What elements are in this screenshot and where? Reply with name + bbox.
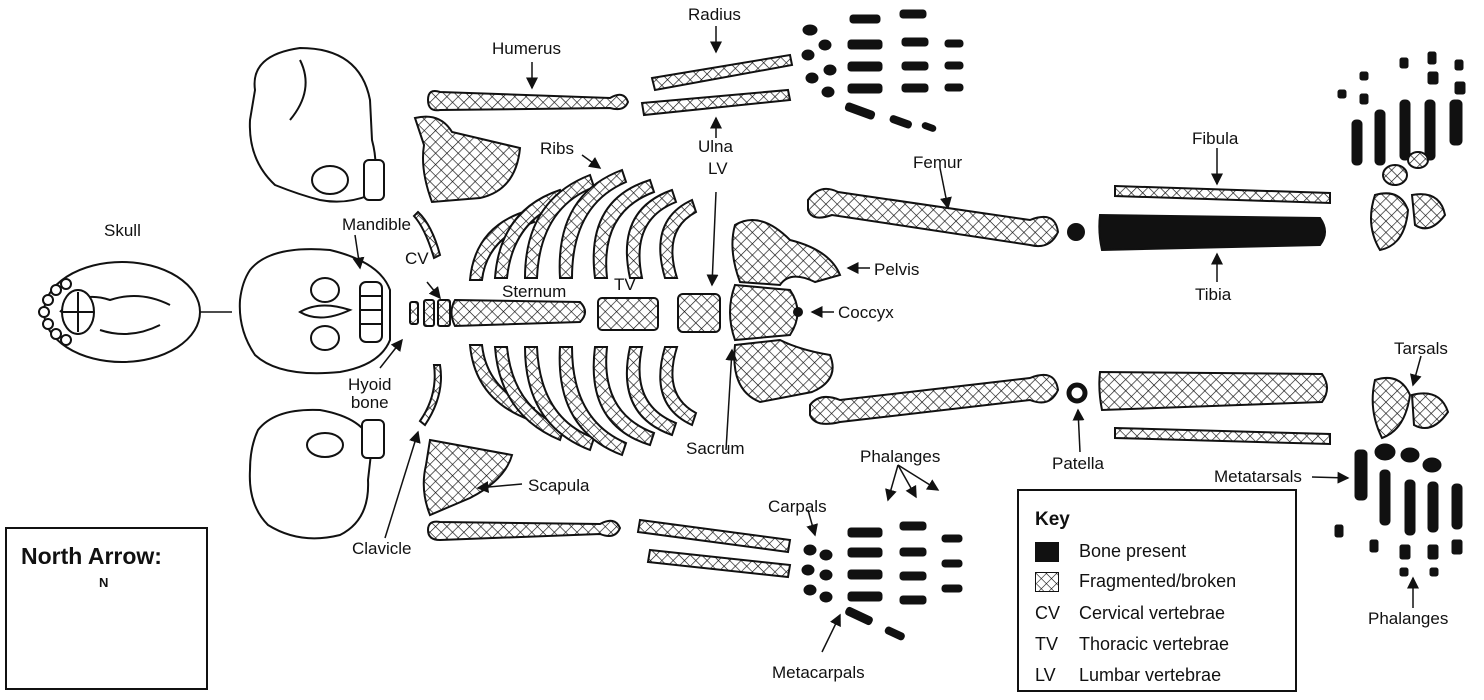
label-tv: TV: [614, 276, 636, 293]
hand-bones-lower: [802, 522, 962, 641]
label-fibula: Fibula: [1192, 130, 1238, 147]
foot-bones-lower: [1335, 444, 1462, 576]
tarsals-upper: [1371, 152, 1445, 250]
label-coccyx: Coccyx: [838, 304, 894, 321]
key-item-label: Bone present: [1079, 541, 1186, 562]
femur-lower: [810, 375, 1058, 424]
radius-upper: [652, 55, 792, 90]
key-abbr: CV: [1035, 603, 1059, 624]
key-title: Key: [1035, 509, 1070, 531]
skull-front-view: [240, 249, 390, 373]
label-pelvis: Pelvis: [874, 261, 919, 278]
hand-bones-upper: [802, 10, 963, 132]
pelvis-and-sacrum: [730, 220, 840, 402]
key-item-label: Fragmented/broken: [1079, 571, 1236, 592]
label-ribs: Ribs: [540, 140, 574, 157]
key-legend: Key Bone present Fragmented/broken CV Ce…: [1017, 489, 1297, 692]
fibula-upper: [1115, 186, 1330, 203]
foot-bones-upper: [1338, 52, 1465, 165]
skull-side-view-upper: [250, 48, 384, 202]
key-item-cv: CV Cervical vertebrae: [1035, 603, 1225, 624]
label-lv: LV: [708, 160, 728, 177]
fibula-lower: [1115, 428, 1330, 444]
cervical-vertebrae: [410, 300, 450, 326]
scapula-upper: [415, 117, 520, 202]
label-humerus: Humerus: [492, 40, 561, 57]
humerus-lower: [428, 521, 620, 540]
key-abbr: TV: [1035, 634, 1059, 655]
hatch-swatch-icon: [1035, 572, 1059, 592]
label-metacarpals: Metacarpals: [772, 664, 865, 681]
femur-upper: [808, 189, 1058, 246]
label-skull: Skull: [104, 222, 141, 239]
key-abbr: LV: [1035, 665, 1059, 686]
ribs-lower: [470, 345, 696, 455]
key-item-lv: LV Lumbar vertebrae: [1035, 665, 1221, 686]
label-tarsals: Tarsals: [1394, 340, 1448, 357]
sternum: [452, 300, 586, 326]
skull-top-view: [39, 262, 200, 362]
label-scapula: Scapula: [528, 477, 589, 494]
solid-swatch-icon: [1035, 542, 1059, 562]
label-tibia: Tibia: [1195, 286, 1231, 303]
label-sacrum: Sacrum: [686, 440, 745, 457]
label-sternum: Sternum: [502, 283, 566, 300]
label-mandible: Mandible: [342, 216, 411, 233]
ulna-upper: [642, 90, 790, 115]
label-metatarsals: Metatarsals: [1214, 468, 1302, 485]
label-carpals: Carpals: [768, 498, 827, 515]
label-ulna: Ulna: [698, 138, 733, 155]
key-item-tv: TV Thoracic vertebrae: [1035, 634, 1229, 655]
scapula-lower: [424, 440, 512, 515]
label-femur: Femur: [913, 154, 962, 171]
key-item-label: Lumbar vertebrae: [1079, 665, 1221, 686]
tarsals-lower: [1373, 378, 1448, 438]
coccyx-bone: [793, 307, 803, 317]
patella-lower: [1069, 385, 1085, 401]
north-letter: N: [99, 575, 108, 590]
key-item-bone-present: Bone present: [1035, 541, 1186, 562]
humerus-upper: [428, 91, 628, 110]
label-radius: Radius: [688, 6, 741, 23]
key-item-fragmented: Fragmented/broken: [1035, 571, 1236, 592]
north-arrow-title: North Arrow:: [21, 543, 162, 570]
tibia-lower: [1099, 372, 1327, 410]
tibia-upper: [1099, 215, 1325, 250]
label-phalanges-foot: Phalanges: [1368, 610, 1448, 627]
label-phalanges-hand: Phalanges: [860, 448, 940, 465]
skull-side-view-lower: [250, 410, 384, 538]
lumbar-vertebrae: [678, 294, 720, 332]
label-clavicle: Clavicle: [352, 540, 412, 557]
radius-lower: [638, 520, 790, 552]
north-arrow-box: North Arrow: N: [5, 527, 208, 690]
label-cv: CV: [405, 250, 429, 267]
key-item-label: Thoracic vertebrae: [1079, 634, 1229, 655]
label-hyoid-bone: Hyoid bone: [348, 376, 391, 412]
label-patella: Patella: [1052, 455, 1104, 472]
patella-upper: [1067, 223, 1085, 241]
key-item-label: Cervical vertebrae: [1079, 603, 1225, 624]
ulna-lower: [648, 550, 790, 577]
thoracic-vertebrae: [598, 298, 658, 330]
